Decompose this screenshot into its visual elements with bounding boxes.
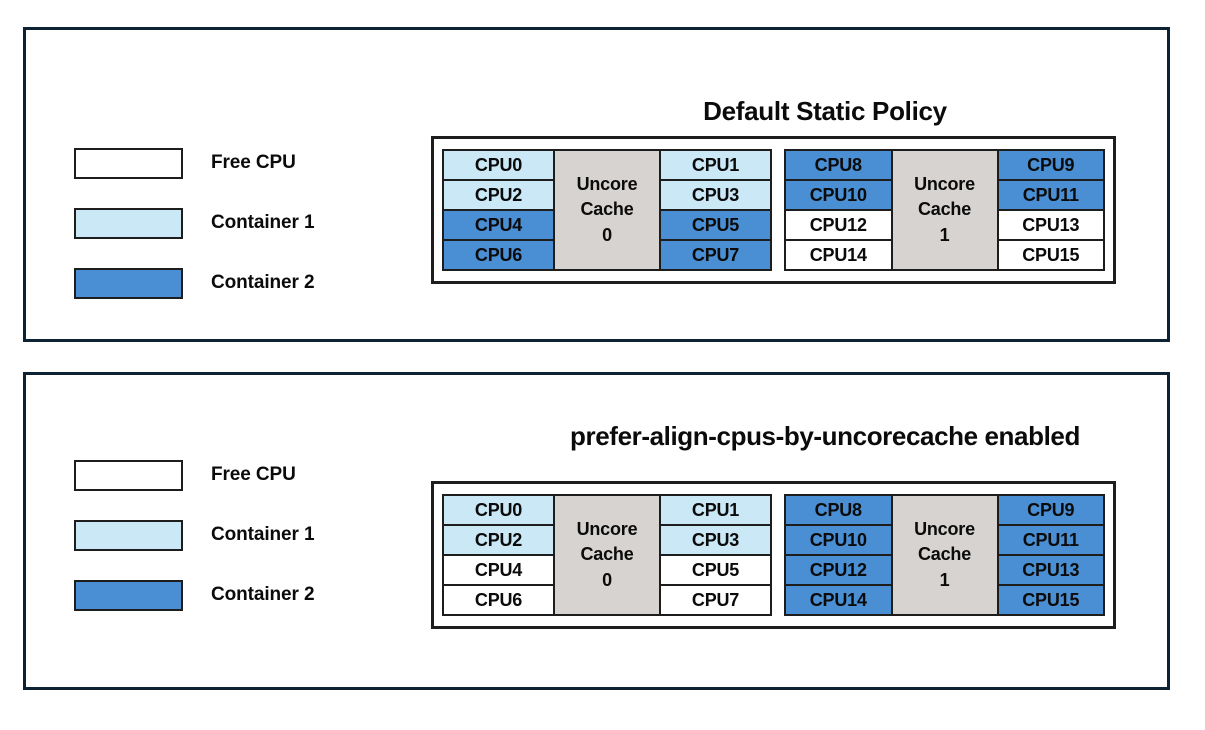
uncore-cache-group-1: CPU8 CPU10 CPU12 CPU14 Uncore Cache 1 CP…	[784, 494, 1105, 616]
cpu-column-left-cache-1: CPU8 CPU10 CPU12 CPU14	[786, 496, 891, 614]
cpu-cell: CPU11	[998, 526, 1103, 556]
cpu-cell: CPU0	[444, 496, 553, 526]
legend-label-free-cpu: Free CPU	[211, 464, 296, 485]
cpu-cell: CPU1	[661, 151, 770, 181]
uncore-cache-label-line1: Uncore	[914, 519, 975, 540]
panel-prefer-align-cpus-by-uncorecache: Free CPU Container 1 Container 2 prefer-…	[23, 372, 1170, 690]
legend-swatch-container-1	[74, 519, 183, 551]
cpu-cell: CPU7	[661, 241, 770, 269]
legend-prefer-align-cpus-by-uncorecache: Free CPU Container 1 Container 2	[74, 445, 315, 625]
cpu-cell: CPU12	[786, 556, 891, 586]
cpu-cell: CPU7	[661, 586, 770, 614]
legend-label-container-2: Container 2	[211, 584, 315, 605]
cpu-cell: CPU2	[444, 526, 553, 556]
cpu-column-left-cache-1: CPU8 CPU10 CPU12 CPU14	[786, 151, 891, 269]
uncore-cache-label-line2: Cache	[917, 544, 972, 565]
cpu-column-right-cache-1: CPU9 CPU11 CPU13 CPU15	[998, 151, 1103, 269]
cpu-socket-diagram-default-static-policy: CPU0 CPU2 CPU4 CPU6 Uncore Cache 0 CPU1 …	[431, 136, 1116, 284]
cpu-column-right-cache-0: CPU1 CPU3 CPU5 CPU7	[661, 496, 770, 614]
legend-label-container-2: Container 2	[211, 272, 315, 293]
legend-item-container-2: Container 2	[74, 253, 315, 313]
legend-swatch-free-cpu	[74, 147, 183, 179]
uncore-cache-group-0: CPU0 CPU2 CPU4 CPU6 Uncore Cache 0 CPU1 …	[442, 149, 772, 271]
cpu-cell: CPU12	[786, 211, 891, 241]
cpu-cell: CPU5	[661, 211, 770, 241]
legend-item-container-2: Container 2	[74, 565, 315, 625]
cpu-socket-diagram-prefer-align-cpus-by-uncorecache: CPU0 CPU2 CPU4 CPU6 Uncore Cache 0 CPU1 …	[431, 481, 1116, 629]
cpu-column-right-cache-1: CPU9 CPU11 CPU13 CPU15	[998, 496, 1103, 614]
uncore-cache-box-1: Uncore Cache 1	[890, 151, 999, 269]
uncore-cache-group-0: CPU0 CPU2 CPU4 CPU6 Uncore Cache 0 CPU1 …	[442, 494, 772, 616]
legend-swatch-free-cpu	[74, 459, 183, 491]
cpu-cell: CPU8	[786, 151, 891, 181]
uncore-cache-box-0: Uncore Cache 0	[553, 151, 661, 269]
cpu-cell: CPU0	[444, 151, 553, 181]
legend-default-static-policy: Free CPU Container 1 Container 2	[74, 133, 315, 313]
cpu-cell: CPU11	[998, 181, 1103, 211]
uncore-cache-label-index: 1	[939, 569, 950, 590]
cpu-cell: CPU1	[661, 496, 770, 526]
legend-item-free-cpu: Free CPU	[74, 133, 314, 193]
uncore-cache-box-0: Uncore Cache 0	[553, 496, 661, 614]
uncore-cache-label-index: 1	[939, 224, 950, 245]
cpu-cell: CPU4	[444, 556, 553, 586]
cpu-cell: CPU2	[444, 181, 553, 211]
uncore-cache-label-index: 0	[602, 569, 612, 590]
cpu-cell: CPU10	[786, 181, 891, 211]
cpu-cell: CPU13	[998, 211, 1103, 241]
cpu-column-left-cache-0: CPU0 CPU2 CPU4 CPU6	[444, 496, 553, 614]
cpu-cell: CPU3	[661, 526, 770, 556]
cpu-cell: CPU9	[998, 496, 1103, 526]
cpu-column-left-cache-0: CPU0 CPU2 CPU4 CPU6	[444, 151, 553, 269]
diagram-title-prefer-align-cpus-by-uncorecache: prefer-align-cpus-by-uncorecache enabled	[570, 421, 1080, 451]
uncore-cache-box-1: Uncore Cache 1	[890, 496, 999, 614]
cpu-cell: CPU6	[444, 241, 553, 269]
cpu-cell: CPU4	[444, 211, 553, 241]
legend-swatch-container-1	[74, 207, 183, 239]
legend-label-container-1: Container 1	[211, 524, 315, 545]
uncore-cache-label-index: 0	[602, 224, 612, 245]
uncore-cache-label-line1: Uncore	[576, 174, 638, 195]
cpu-column-right-cache-0: CPU1 CPU3 CPU5 CPU7	[661, 151, 770, 269]
legend-item-free-cpu: Free CPU	[74, 445, 314, 505]
uncore-cache-label-line1: Uncore	[576, 519, 638, 540]
legend-item-container-1: Container 1	[74, 505, 315, 565]
uncore-cache-group-1: CPU8 CPU10 CPU12 CPU14 Uncore Cache 1 CP…	[784, 149, 1105, 271]
uncore-cache-label-line1: Uncore	[914, 174, 975, 195]
panel-default-static-policy: Free CPU Container 1 Container 2 Default…	[23, 27, 1170, 342]
uncore-cache-label-line2: Cache	[917, 199, 972, 220]
diagram-title-default-static-policy: Default Static Policy	[703, 96, 947, 126]
cpu-cell: CPU13	[998, 556, 1103, 586]
legend-item-container-1: Container 1	[74, 193, 315, 253]
legend-swatch-container-2	[74, 267, 183, 299]
cpu-cell: CPU14	[786, 586, 891, 614]
cpu-cell: CPU10	[786, 526, 891, 556]
cpu-cell: CPU15	[998, 241, 1103, 269]
uncore-cache-label-line2: Cache	[580, 544, 634, 565]
cpu-cell: CPU8	[786, 496, 891, 526]
uncore-cache-label-line2: Cache	[580, 199, 634, 220]
cpu-cell: CPU15	[998, 586, 1103, 614]
legend-swatch-container-2	[74, 579, 183, 611]
cpu-cell: CPU6	[444, 586, 553, 614]
cpu-cell: CPU3	[661, 181, 770, 211]
legend-label-free-cpu: Free CPU	[211, 152, 296, 173]
cpu-cell: CPU5	[661, 556, 770, 586]
cpu-cell: CPU14	[786, 241, 891, 269]
legend-label-container-1: Container 1	[211, 212, 315, 233]
cpu-cell: CPU9	[998, 151, 1103, 181]
